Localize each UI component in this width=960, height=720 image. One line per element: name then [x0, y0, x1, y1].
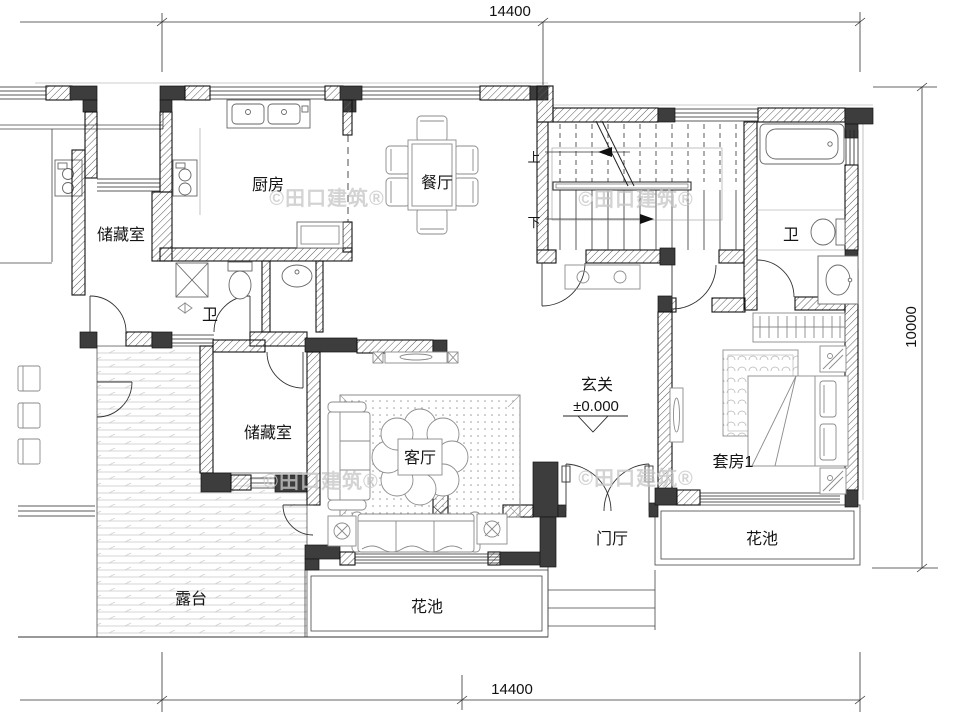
- exterior-face-lines: [35, 82, 873, 500]
- label-suite: 套房1: [713, 453, 754, 471]
- side-table-left: [327, 515, 357, 547]
- door-living-terrace: [282, 504, 314, 536]
- window-notch: [97, 178, 160, 192]
- staircase: [545, 120, 737, 290]
- door-corridor: [671, 264, 717, 310]
- bath-left-fixtures: [175, 261, 313, 314]
- door-terrace-west: [96, 381, 133, 418]
- dimension-bottom: 14400: [20, 652, 866, 712]
- dim-bottom-value: 14400: [491, 681, 533, 698]
- label-stair-up: 上: [527, 150, 540, 165]
- dining-set: [385, 115, 479, 235]
- label-entry-elevation: ±0.000: [573, 398, 619, 415]
- window-kitchen: [210, 86, 325, 100]
- dim-top-value: 14400: [489, 3, 531, 20]
- label-entry-hall: 玄关: [581, 376, 613, 394]
- label-kitchen: 厨房: [252, 176, 284, 194]
- door-storage-center: [266, 351, 304, 389]
- suite-cabinet-top: [819, 345, 847, 373]
- room-labels: 厨房 餐厅 储藏室 卫 卫 储藏室 客厅 玄关 ±0.000 套房1 门厅 花池…: [97, 150, 799, 616]
- window-storage2-south: [251, 477, 275, 489]
- suite-wardrobe: [752, 312, 846, 343]
- watermark-3: ©田口建筑®: [263, 469, 378, 493]
- stair-opening-line: [551, 147, 723, 221]
- doors: [89, 259, 795, 536]
- label-storage-left: 储藏室: [97, 226, 145, 244]
- living-room-furniture: [327, 351, 521, 553]
- bath-right-fixtures: [757, 123, 859, 305]
- kitchen-fixtures: [172, 99, 344, 249]
- label-foyer: 门厅: [596, 530, 628, 548]
- suite-cabinet-bottom: [819, 467, 847, 495]
- label-living: 客厅: [404, 449, 436, 467]
- window-dining: [362, 86, 480, 100]
- dim-right-value: 10000: [903, 306, 920, 348]
- label-bath-right: 卫: [783, 227, 799, 244]
- window-suite-south: [700, 492, 840, 503]
- label-dining: 餐厅: [421, 174, 453, 192]
- door-bath-right: [756, 259, 795, 298]
- side-table-right: [476, 513, 508, 545]
- dimension-top: 14400: [20, 3, 866, 85]
- dimension-right: 10000: [872, 82, 938, 573]
- suite-bed: [747, 375, 849, 467]
- door-hall-west: [541, 262, 586, 307]
- door-storage-left: [89, 295, 127, 333]
- label-bath-left: 卫: [202, 307, 218, 324]
- watermarks: ©田口建筑® ©田口建筑® ©田口建筑® ©田口建筑®: [263, 186, 693, 493]
- stair-handrail: [552, 181, 692, 191]
- stair-break-line: [595, 120, 635, 187]
- understair-cabinet: [564, 264, 641, 290]
- watermark-2: ©田口建筑®: [578, 187, 693, 211]
- door-bath-left: [213, 295, 251, 333]
- flower-bed-right-box: [654, 504, 861, 566]
- window-stair-top: [675, 108, 758, 122]
- label-stair-down: 下: [527, 215, 540, 230]
- windows: [0, 86, 859, 564]
- window-living-south: [355, 553, 500, 564]
- label-flower-bed-bottom: 花池: [411, 598, 443, 616]
- entry-level-marker: [563, 415, 628, 433]
- entry-double-door: [561, 463, 654, 512]
- watermark-1: ©田口建筑®: [269, 186, 384, 210]
- sofa-bottom: [351, 511, 481, 553]
- window-hallway: [172, 334, 214, 344]
- sofa-left: [327, 401, 371, 511]
- terrace-railing-window: [18, 505, 95, 517]
- window-top-west-cut: [0, 86, 46, 100]
- suite-dresser: [669, 387, 684, 443]
- label-flower-bed-right: 花池: [746, 530, 778, 548]
- suite-furniture: [669, 312, 849, 495]
- entry-steps: [547, 565, 656, 630]
- window-bath-right: [845, 130, 859, 165]
- outdoor-chairs: [17, 365, 41, 465]
- label-terrace: 露台: [175, 590, 207, 608]
- stair-direction-arrows: [545, 147, 654, 224]
- coffee-table-flower: [371, 408, 469, 506]
- tv-cabinet: [372, 351, 459, 364]
- watermark-4: ©田口建筑®: [578, 466, 693, 490]
- label-storage-center: 储藏室: [244, 424, 292, 442]
